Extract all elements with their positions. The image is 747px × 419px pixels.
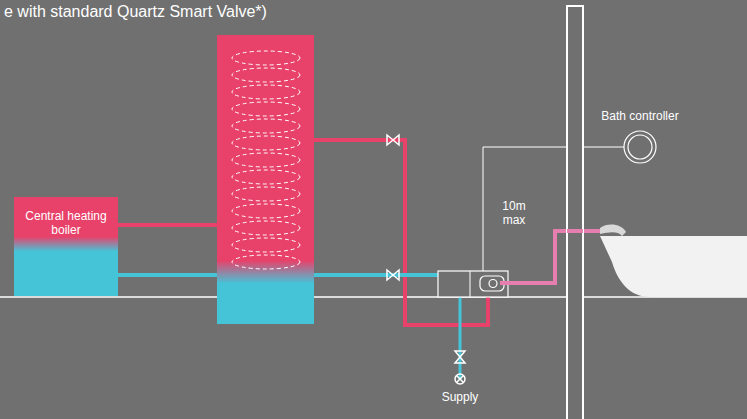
- title-fragment: e with standard Quartz Smart Valve*): [4, 2, 304, 21]
- outlet-pipe: [567, 229, 583, 233]
- smart-valve: [438, 271, 508, 297]
- valve-symbol: [387, 135, 465, 384]
- valve-port: [489, 280, 497, 288]
- wall: [567, 6, 583, 419]
- return-pipe: [118, 273, 217, 277]
- bath-controller: Bath controller: [596, 109, 684, 195]
- node-label: Central heating boiler: [20, 209, 112, 237]
- flow-pipe: [118, 223, 217, 227]
- node-label: Bath controller: [596, 109, 684, 123]
- outlet-pipe: [500, 231, 605, 283]
- floor-line: [0, 296, 747, 298]
- smart-valve: [470, 271, 471, 297]
- boiler-box: Central heating boiler: [14, 197, 118, 296]
- bath-spout: [600, 225, 626, 236]
- bath: [600, 236, 747, 297]
- cable-length: 10m max: [497, 199, 531, 227]
- supply-label: Supply: [430, 390, 490, 404]
- control-cable: [483, 147, 624, 271]
- heating-coil: [232, 51, 300, 269]
- controller-dial: [620, 127, 660, 167]
- hot-water-cylinder: [217, 35, 314, 324]
